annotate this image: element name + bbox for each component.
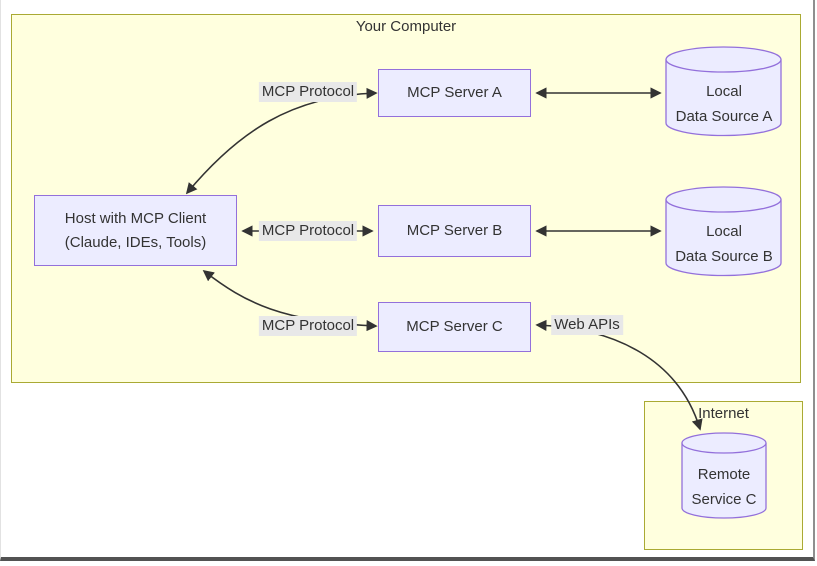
edge-label-web-apis: Web APIs (551, 315, 623, 335)
cylinder-data-source-b-label: Local Data Source B (659, 219, 789, 269)
node-mcp-server-a: MCP Server A (378, 69, 531, 117)
node-mcp-server-a-label: MCP Server A (407, 84, 502, 101)
node-mcp-server-c: MCP Server C (378, 302, 531, 352)
data-source-b-line2: Data Source B (675, 248, 773, 265)
node-mcp-server-b-label: MCP Server B (406, 222, 503, 239)
data-source-b-line1: Local (706, 223, 742, 240)
your-computer-title: Your Computer (355, 18, 457, 35)
data-source-a-line1: Local (706, 83, 742, 100)
data-source-a-line2: Data Source A (675, 108, 773, 125)
node-mcp-server-c-label: MCP Server C (406, 318, 503, 335)
node-host-line2: (Claude, IDEs, Tools) (64, 233, 207, 251)
node-host-line1: Host with MCP Client (64, 209, 207, 227)
cylinder-remote-service-c-label: Remote Service C (659, 462, 789, 512)
edge-label-mcp-protocol-c: MCP Protocol (258, 316, 358, 336)
cylinder-data-source-a-label: Local Data Source A (659, 79, 789, 129)
remote-service-c-line2: Service C (691, 491, 757, 508)
node-host: Host with MCP Client (Claude, IDEs, Tool… (34, 195, 237, 266)
internet-title: Internet (698, 405, 749, 422)
node-mcp-server-b: MCP Server B (378, 205, 531, 257)
edge-label-mcp-protocol-b: MCP Protocol (258, 221, 358, 241)
edge-label-mcp-protocol-a: MCP Protocol (258, 82, 358, 102)
remote-service-c-line1: Remote (697, 466, 751, 483)
